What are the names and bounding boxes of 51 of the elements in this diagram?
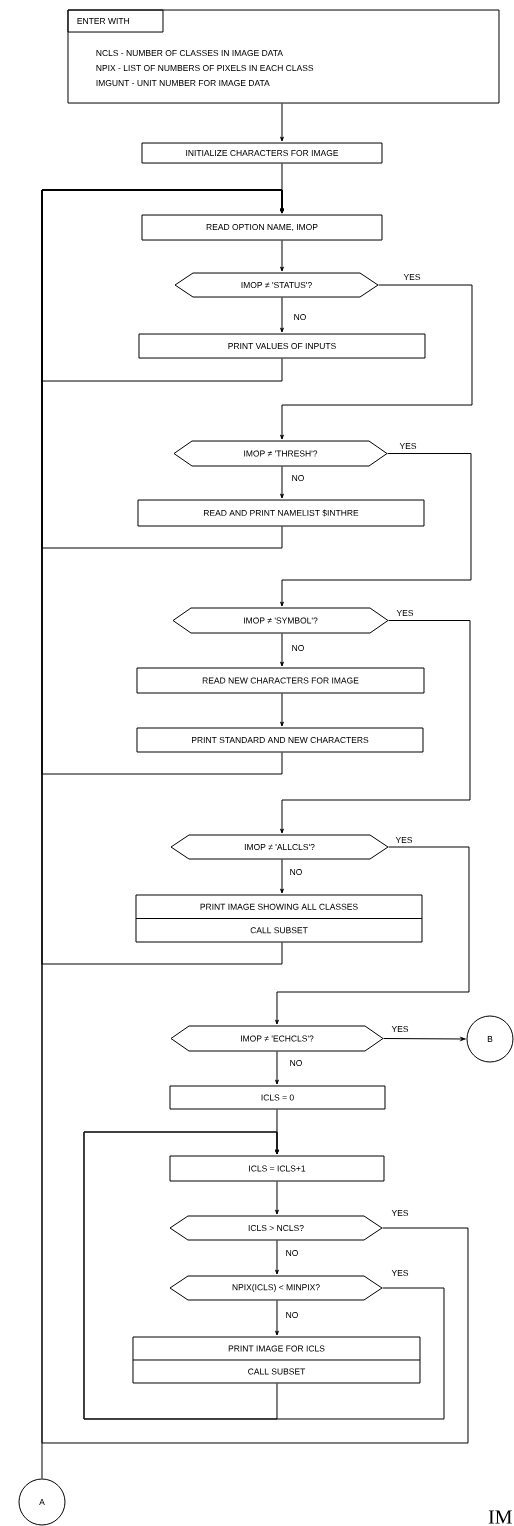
decision-hexagon: ICLS > NCLS? xyxy=(169,1215,383,1241)
edge-label: NO xyxy=(290,644,306,652)
process-box: PRINT VALUES OF INPUTS xyxy=(138,333,426,359)
process-box: ICLS = ICLS+1 xyxy=(169,1155,385,1182)
arrow xyxy=(275,1300,279,1336)
decision-hexagon: IMOP ≠ 'ECHCLS'? xyxy=(170,1025,384,1052)
edge-label: NO xyxy=(284,1311,300,1319)
edge-label: YES xyxy=(390,1025,410,1033)
edge-label: YES xyxy=(394,836,414,844)
edge-label: NO xyxy=(288,1059,304,1067)
arrow xyxy=(280,620,471,834)
entry-box: ENTER WITH NCLS - NUMBER OF CLASSES IN IMAGE DATA NPIX - LIST OF NUMBERS OF PIXELS IN EACH CLASS IMGUNT - UNIT NUMBER FOR IMAGE DATA xyxy=(67,9,500,104)
process-box: READ NEW CHARACTERS FOR IMAGE xyxy=(136,667,425,694)
decision-hexagon: IMOP ≠ 'ALLCLS'? xyxy=(170,834,389,860)
edge-label: NO xyxy=(284,1249,300,1257)
process-box: PRINT IMAGE FOR ICLS CALL SUBSET xyxy=(132,1336,421,1384)
arrow xyxy=(383,1037,466,1041)
arrow xyxy=(280,240,284,272)
decision-hexagon: NPIX(ICLS) < MINPIX? xyxy=(169,1275,383,1301)
decision-hexagon: IMOP ≠ 'SYMBOL'? xyxy=(172,607,389,634)
edge-label: YES xyxy=(395,609,415,617)
arrow xyxy=(280,633,284,667)
arrow xyxy=(280,466,284,499)
process-box: PRINT IMAGE SHOWING ALL CLASSES CALL SUBSET xyxy=(135,894,423,943)
process-box: INITIALIZE CHARACTERS FOR IMAGE xyxy=(141,142,383,164)
process-box: READ AND PRINT NAMELIST $INTHRE xyxy=(137,499,425,527)
process-box: ICLS = 0 xyxy=(169,1085,386,1110)
decision-hexagon: IMOP ≠ 'STATUS'? xyxy=(174,272,379,298)
arrow xyxy=(275,1051,279,1085)
edge-label: YES xyxy=(390,1269,410,1277)
edge-label: NO xyxy=(290,474,306,482)
edge-label: YES xyxy=(398,442,418,451)
edge-label: NO xyxy=(288,868,304,876)
arrow xyxy=(275,1181,279,1215)
edge-label: NO xyxy=(292,313,308,322)
arrow xyxy=(280,103,284,142)
arrow xyxy=(280,297,284,333)
arrow xyxy=(280,859,284,894)
arrow xyxy=(280,693,284,727)
decision-hexagon: IMOP ≠ 'THRESH'? xyxy=(173,440,388,467)
process-box: PRINT STANDARD AND NEW CHARACTERS xyxy=(136,727,424,753)
edge-label: YES xyxy=(402,273,422,282)
arrow xyxy=(41,189,284,1479)
partial-text: IM xyxy=(488,1510,512,1524)
arrow xyxy=(83,1131,279,1420)
arrow xyxy=(275,846,470,1025)
edge-label: YES xyxy=(390,1209,410,1217)
arrow xyxy=(280,284,473,440)
process-box: READ OPTION NAME, IMOP xyxy=(141,214,383,241)
arrow xyxy=(275,1240,279,1275)
arrow xyxy=(280,453,472,607)
